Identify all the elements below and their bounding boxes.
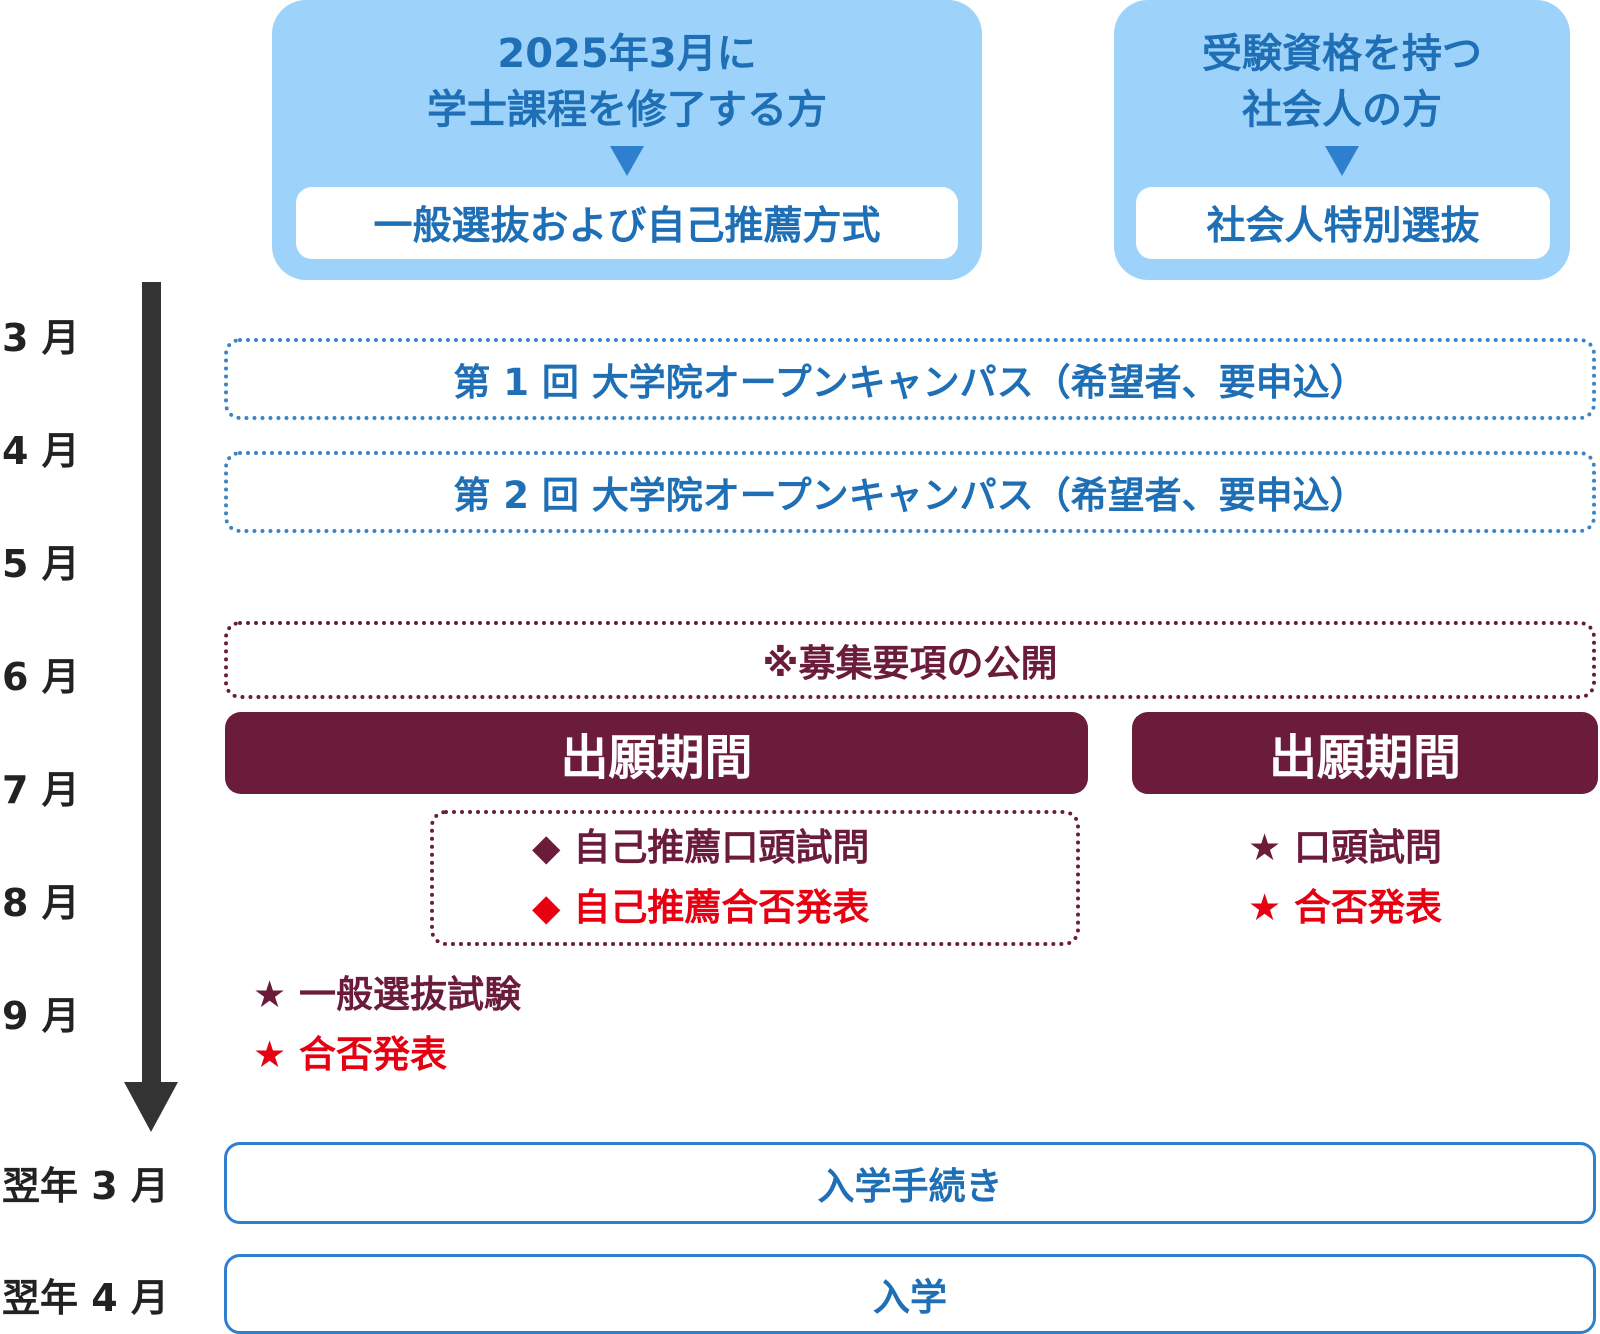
event-guidelines-publication: ※募集要項の公開 xyxy=(224,621,1596,699)
month-label-next-4: 翌年 4 月 xyxy=(2,1276,169,1320)
category-adults-line2: 社会人の方 xyxy=(1242,87,1442,133)
event-open-campus-1: 第 1 回 大学院オープンキャンパス（希望者、要申込） xyxy=(224,338,1596,420)
method-general-and-self-recommendation: 一般選抜および自己推薦方式 xyxy=(296,187,958,259)
application-period-general: 出願期間 xyxy=(225,712,1088,794)
adult-result: ★ 合否発表 xyxy=(1248,886,1443,929)
category-adults-line1: 受験資格を持つ xyxy=(1202,31,1482,77)
self-recommendation-box: ◆ 自己推薦口頭試問 ◆ 自己推薦合否発表 xyxy=(430,810,1080,946)
general-exam: ★ 一般選抜試験 xyxy=(253,973,522,1016)
month-label-3: 3 月 xyxy=(2,316,80,360)
timeline-arrow-shaft xyxy=(142,282,161,1092)
self-recommendation-interview: ◆ 自己推薦口頭試問 xyxy=(532,826,870,869)
month-label-7: 7 月 xyxy=(2,768,80,812)
category-box-graduates: 2025年3月に 学士課程を修了する方 一般選抜および自己推薦方式 xyxy=(272,0,982,280)
down-triangle-icon xyxy=(1325,146,1359,176)
month-label-8: 8 月 xyxy=(2,881,80,925)
enrollment-procedure: 入学手続き xyxy=(224,1142,1596,1224)
month-label-next-3: 翌年 3 月 xyxy=(2,1164,169,1208)
timeline-arrow-head-icon xyxy=(124,1082,178,1132)
category-graduates-line1: 2025年3月に xyxy=(497,31,757,77)
month-label-4: 4 月 xyxy=(2,429,80,473)
event-open-campus-2: 第 2 回 大学院オープンキャンパス（希望者、要申込） xyxy=(224,451,1596,533)
general-result: ★ 合否発表 xyxy=(253,1033,448,1076)
method-working-adult-special: 社会人特別選抜 xyxy=(1136,187,1550,259)
month-label-9: 9 月 xyxy=(2,994,80,1038)
enrollment: 入学 xyxy=(224,1254,1596,1334)
adult-interview: ★ 口頭試問 xyxy=(1248,826,1443,869)
month-label-5: 5 月 xyxy=(2,542,80,586)
category-box-working-adults: 受験資格を持つ 社会人の方 社会人特別選抜 xyxy=(1114,0,1570,280)
category-graduates-line2: 学士課程を修了する方 xyxy=(427,87,827,133)
application-period-adult: 出願期間 xyxy=(1132,712,1598,794)
self-recommendation-result: ◆ 自己推薦合否発表 xyxy=(532,886,870,929)
down-triangle-icon xyxy=(610,146,644,176)
month-label-6: 6 月 xyxy=(2,655,80,699)
